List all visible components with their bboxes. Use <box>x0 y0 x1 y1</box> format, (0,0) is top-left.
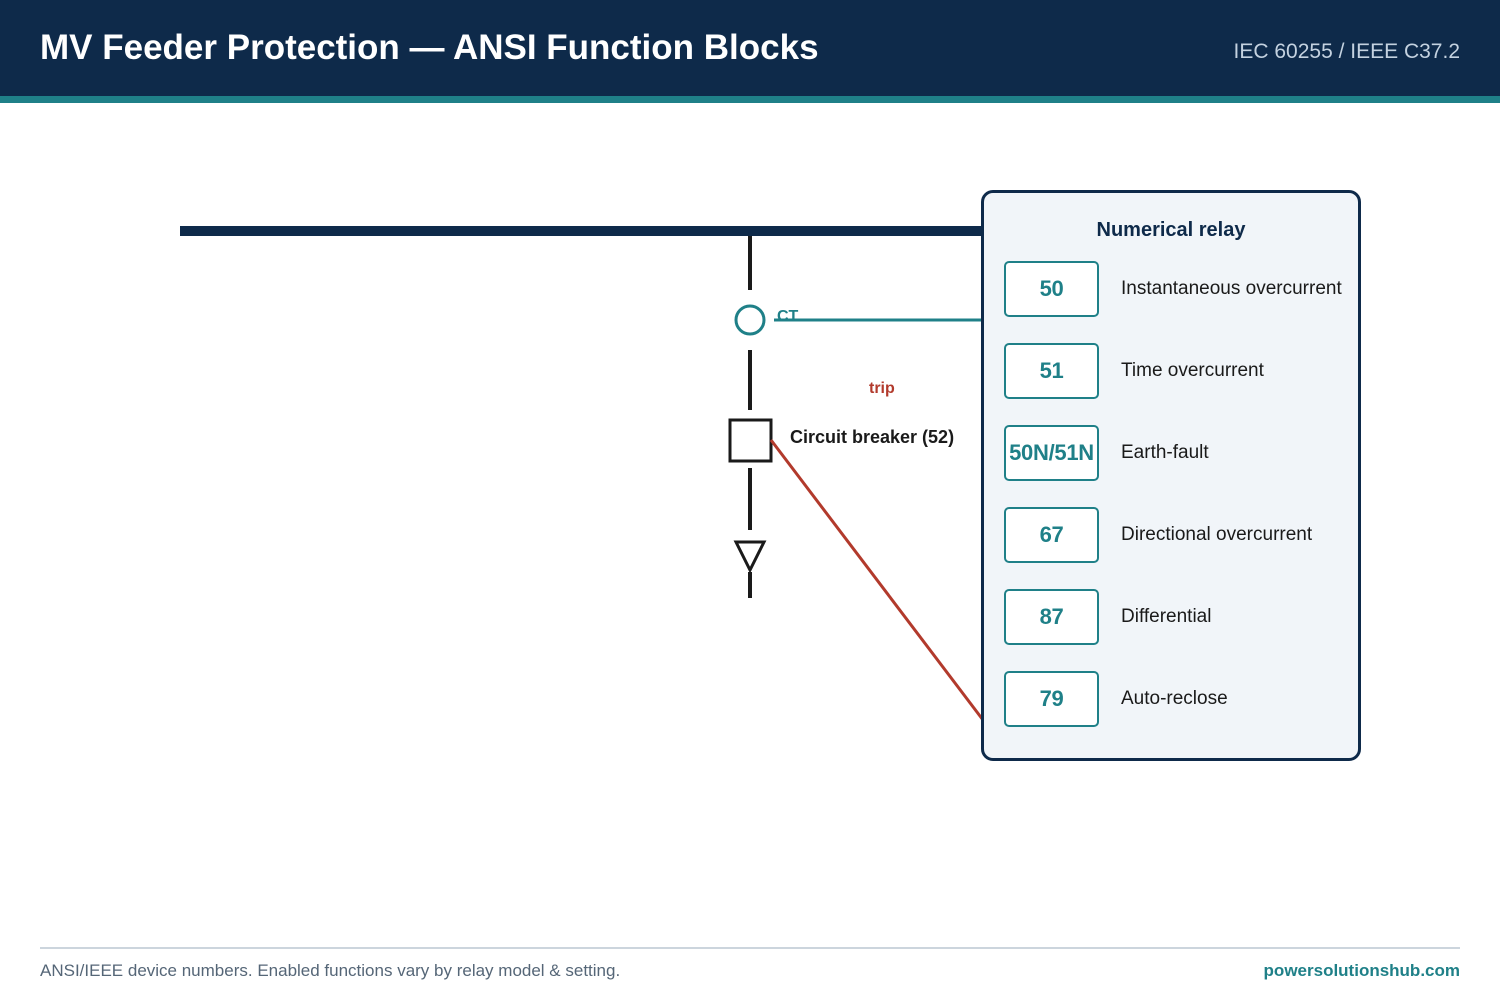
standard-reference: IEC 60255 / IEEE C37.2 <box>1233 40 1460 63</box>
ansi-code-badge: 51 <box>1004 343 1099 399</box>
function-description: Auto-reclose <box>1121 688 1228 709</box>
numerical-relay-panel: Numerical relay 50 Instantaneous overcur… <box>981 190 1361 761</box>
header-accent-stripe <box>0 96 1500 103</box>
circuit-breaker-label: Circuit breaker (52) <box>790 427 955 447</box>
function-row: 50 Instantaneous overcurrent <box>1004 261 1354 317</box>
page-title: MV Feeder Protection — ANSI Function Blo… <box>40 28 819 67</box>
function-description: Instantaneous overcurrent <box>1121 278 1342 299</box>
ct-label: CT <box>777 308 799 325</box>
trip-signal-line <box>769 439 985 721</box>
header-bar <box>0 0 1500 96</box>
current-transformer-symbol <box>734 304 766 336</box>
footer-site-link[interactable]: powersolutionshub.com <box>1263 961 1460 980</box>
ansi-code-badge: 67 <box>1004 507 1099 563</box>
relay-title: Numerical relay <box>1096 219 1246 241</box>
load-arrow-symbol <box>733 540 767 574</box>
ansi-code-badge: 50N/51N <box>1004 425 1099 481</box>
function-row: 67 Directional overcurrent <box>1004 507 1354 563</box>
function-row: 50N/51N Earth-fault <box>1004 425 1354 481</box>
function-description: Directional overcurrent <box>1121 524 1313 545</box>
footer-divider <box>40 947 1460 949</box>
ansi-code-badge: 87 <box>1004 589 1099 645</box>
footer-note: ANSI/IEEE device numbers. Enabled functi… <box>40 961 621 980</box>
function-description: Earth-fault <box>1121 442 1209 463</box>
function-description: Time overcurrent <box>1121 360 1264 381</box>
function-description: Differential <box>1121 606 1212 627</box>
ansi-code-badge: 50 <box>1004 261 1099 317</box>
function-row: 87 Differential <box>1004 589 1354 645</box>
trip-label: trip <box>869 380 895 397</box>
ansi-code-badge: 79 <box>1004 671 1099 727</box>
function-row: 51 Time overcurrent <box>1004 343 1354 399</box>
circuit-breaker-symbol <box>728 418 773 463</box>
function-row: 79 Auto-reclose <box>1004 671 1354 727</box>
